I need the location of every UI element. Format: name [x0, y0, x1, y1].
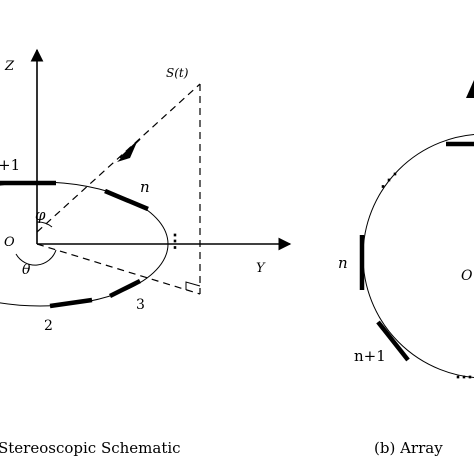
left-caption: Stereoscopic Schematic	[0, 439, 181, 457]
phi-arc	[36, 221, 53, 228]
right-panel: n n+1 O ⋰ ⋯ (b) Array	[338, 80, 474, 457]
phi-label: φ	[35, 206, 46, 224]
right-caption: (b) Array	[374, 439, 443, 457]
right-center-label: O	[461, 268, 473, 284]
right-element-n-label: n	[338, 254, 348, 272]
right-dots-bottom: ⋯	[455, 367, 473, 388]
right-element-n-plus-1-bar	[376, 320, 410, 362]
element-3-bar	[108, 278, 142, 299]
element-n-bar	[104, 188, 149, 212]
element-n-plus-1-label: +1	[0, 156, 20, 174]
element-2-label: 2	[44, 318, 53, 334]
left-panel: Z Y O S(t) φ θ +1 n 2 3 ⋮ Stereoscopic S…	[0, 48, 292, 457]
left-ellipsis: ⋮	[166, 231, 184, 252]
y-axis-label: Y	[256, 261, 266, 276]
origin-label: O	[4, 235, 15, 250]
z-axis-label: Z	[4, 59, 15, 74]
theta-arc	[15, 249, 57, 266]
theta-label: θ	[22, 262, 31, 278]
element-n-label: n	[140, 178, 150, 196]
right-element-n-plus-1-label: n+1	[354, 347, 386, 365]
source-ray	[36, 83, 201, 233]
right-dots-top: ⋰	[380, 170, 398, 191]
element-2-bar	[49, 297, 93, 309]
source-label: S(t)	[166, 66, 189, 80]
projection-line	[36, 243, 201, 295]
element-3-label: 3	[136, 297, 145, 313]
right-axis-arrow	[466, 80, 474, 98]
right-angle-mark	[185, 281, 201, 290]
